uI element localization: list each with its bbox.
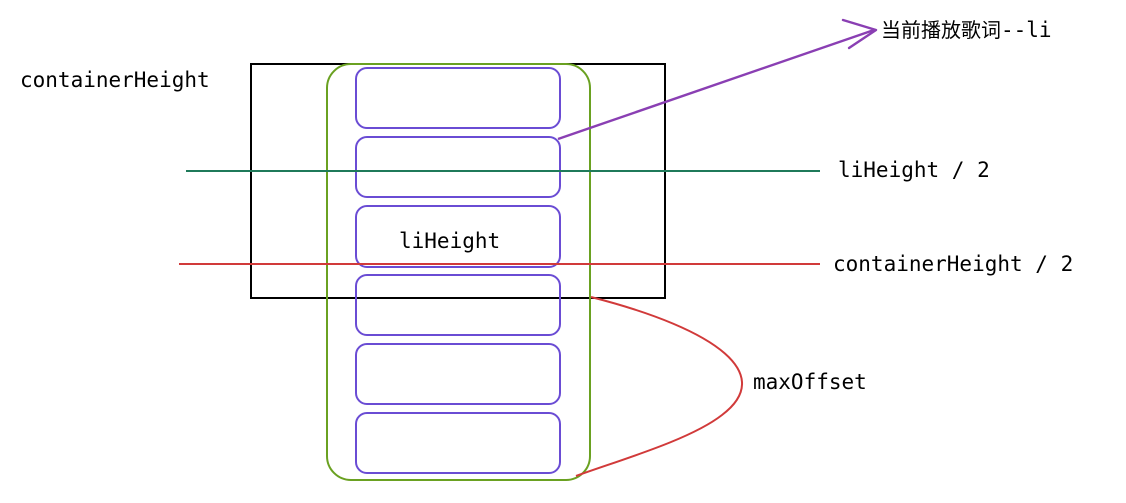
current-lyric-label: 当前播放歌词--li — [881, 18, 1052, 42]
max-offset-label: maxOffset — [753, 370, 867, 394]
container-height-half-label: containerHeight / 2 — [833, 252, 1073, 276]
max-offset-curve — [575, 296, 743, 477]
lyric-list-wrapper — [326, 63, 591, 481]
container-box — [250, 63, 666, 299]
list-item — [355, 343, 561, 405]
list-item — [355, 274, 561, 336]
container-height-label: containerHeight — [20, 68, 210, 92]
current-list-item — [355, 136, 561, 198]
list-item — [355, 205, 561, 268]
list-item — [355, 412, 561, 474]
li-height-half-label: liHeight / 2 — [838, 158, 990, 182]
lyric-list-items — [355, 67, 561, 474]
current-lyric-arrow — [557, 18, 878, 141]
li-height-label: liHeight — [399, 229, 500, 253]
list-item — [355, 67, 561, 129]
